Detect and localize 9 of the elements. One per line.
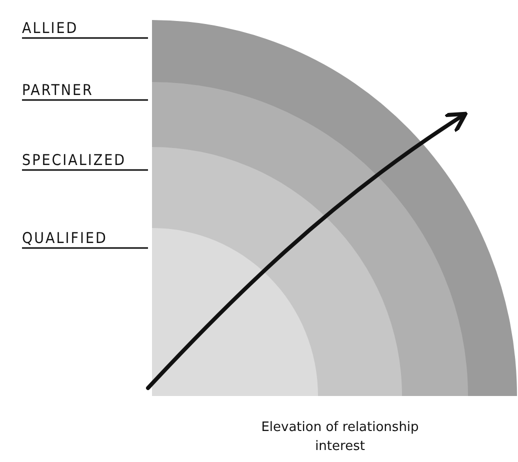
leader-line [22, 37, 148, 39]
leader-line [22, 99, 148, 101]
leader-line [22, 169, 148, 171]
level-label: PARTNER [22, 81, 94, 99]
leader-line [22, 247, 148, 249]
level-label: SPECIALIZED [22, 151, 126, 169]
level-label: ALLIED [22, 19, 78, 37]
level-label: QUALIFIED [22, 229, 108, 247]
caption: Elevation of relationship interest [260, 419, 420, 456]
